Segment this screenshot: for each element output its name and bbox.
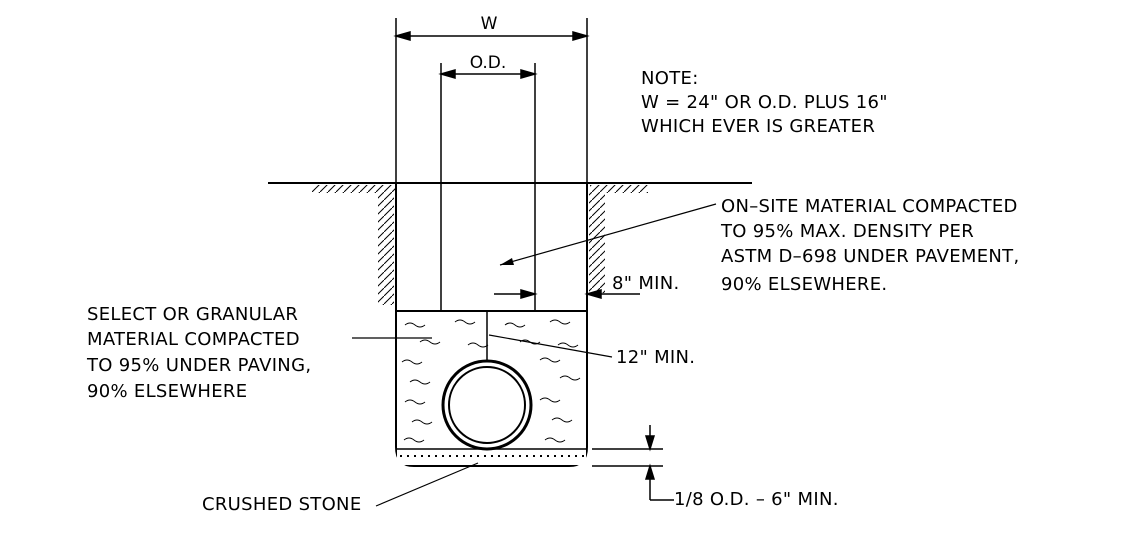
embedment-label-line-2: MATERIAL COMPACTED bbox=[87, 329, 300, 350]
cover-label: 12" MIN. bbox=[616, 347, 695, 368]
width-label: W bbox=[481, 14, 498, 34]
backfill-label-line-2: TO 95% MAX. DENSITY PER bbox=[720, 221, 974, 242]
pipe-inner bbox=[448, 366, 526, 444]
cover-leader bbox=[488, 334, 613, 358]
note-line-2: WHICH EVER IS GREATER bbox=[641, 116, 875, 137]
bedding-depth-dimension bbox=[592, 425, 674, 501]
backfill-label-line-3: ASTM D–698 UNDER PAVEMENT, bbox=[721, 246, 1019, 267]
soil-hatching bbox=[312, 185, 648, 305]
backfill-label-line-1: ON–SITE MATERIAL COMPACTED bbox=[721, 196, 1018, 217]
embedment-label-line-4: 90% ELSEWHERE bbox=[87, 381, 247, 402]
bedding-depth-label: 1/8 O.D. – 6" MIN. bbox=[674, 489, 839, 510]
od-dimension bbox=[438, 69, 538, 79]
width-dimension bbox=[393, 18, 590, 183]
backfill-leader-arrow bbox=[500, 258, 514, 265]
embedment-label-line-3: TO 95% UNDER PAVING, bbox=[86, 355, 311, 376]
backfill-leader bbox=[499, 203, 717, 266]
note-title: NOTE: bbox=[641, 68, 699, 89]
trench-outline bbox=[395, 183, 588, 467]
bedding-leader bbox=[375, 462, 479, 507]
side-clearance-dimension bbox=[494, 289, 640, 299]
od-label: O.D. bbox=[470, 53, 507, 73]
note-line-1: W = 24" OR O.D. PLUS 16" bbox=[641, 92, 888, 113]
embedment-label-line-1: SELECT OR GRANULAR bbox=[87, 304, 298, 325]
side-clearance-label: 8" MIN. bbox=[612, 273, 680, 294]
backfill-label-line-4: 90% ELSEWHERE. bbox=[721, 274, 887, 295]
bedding-label: CRUSHED STONE bbox=[202, 494, 362, 515]
